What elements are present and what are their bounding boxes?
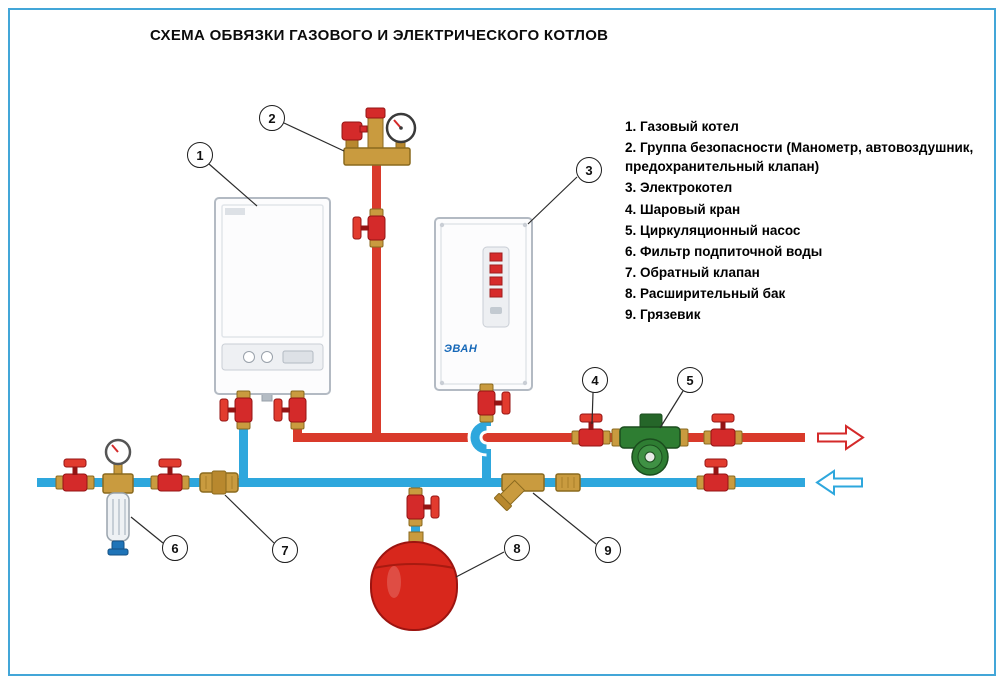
legend-item-2: 2. Группа безопасности (Манометр, автово…	[625, 140, 974, 175]
ball-valve-supply-4	[571, 413, 611, 447]
callout-4: 4	[582, 367, 608, 393]
pipe-crossing-bridge	[467, 418, 488, 457]
ball-valve-return-left-2	[150, 458, 190, 492]
brass-coupling	[555, 473, 581, 492]
callout-5: 5	[677, 367, 703, 393]
legend-item-7: 7. Обратный клапан	[625, 265, 760, 281]
legend: 1. Газовый котел 2. Группа безопасности …	[625, 117, 993, 327]
callout-9: 9	[595, 537, 621, 563]
expansion-tank	[370, 531, 458, 631]
dirt-strainer	[494, 473, 545, 511]
electric-boiler-brand: ЭВАН	[444, 343, 478, 355]
legend-item-9: 9. Грязевик	[625, 307, 701, 323]
return-flow-arrow-icon	[815, 469, 863, 496]
supply-flow-arrow-icon	[817, 424, 865, 451]
ball-valve-gas-boiler-supply	[273, 390, 307, 430]
callout-leader-lines	[130, 122, 684, 578]
callout-6: 6	[162, 535, 188, 561]
electric-boiler	[434, 217, 533, 391]
legend-item-4: 4. Шаровый кран	[625, 201, 741, 217]
legend-item-6: 6. Фильтр подпиточной воды	[625, 243, 823, 259]
gas-boiler	[214, 197, 331, 402]
legend-item-3: 3. Электрокотел	[625, 180, 733, 196]
callout-1: 1	[187, 142, 213, 168]
ball-valve-expansion-tank	[406, 487, 440, 527]
callout-3: 3	[576, 157, 602, 183]
legend-item-1: 1. Газовый котел	[625, 119, 739, 134]
diagram-title: СХЕМА ОБВЯЗКИ ГАЗОВОГО И ЭЛЕКТРИЧЕСКОГО …	[150, 27, 609, 44]
circulation-pump	[611, 413, 689, 476]
ball-valve-return-right	[696, 458, 736, 492]
ball-valve-return-left-1	[55, 458, 95, 492]
callout-7: 7	[272, 537, 298, 563]
check-valve	[199, 470, 239, 495]
ball-valve-safety-riser	[352, 208, 386, 248]
feed-water-filter	[102, 438, 134, 556]
ball-valve-supply-right	[703, 413, 743, 447]
safety-group	[341, 107, 417, 166]
ball-valve-gas-boiler-return	[219, 390, 253, 430]
legend-item-8: 8. Расширительный бак	[625, 286, 786, 302]
legend-item-5: 5. Циркуляционный насос	[625, 222, 801, 238]
callout-8: 8	[504, 535, 530, 561]
callout-2: 2	[259, 105, 285, 131]
